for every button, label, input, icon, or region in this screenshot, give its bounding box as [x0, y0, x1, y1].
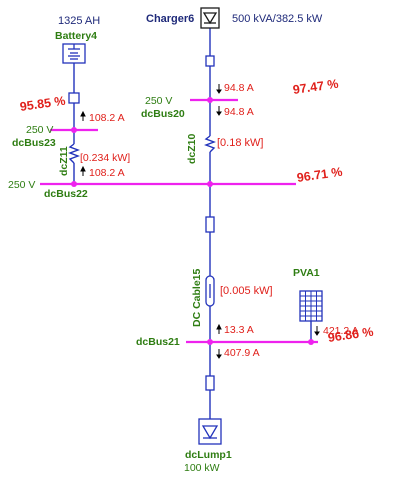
node-bus21-pv — [308, 339, 314, 345]
dcbus20-current-out: 94.8 A — [224, 106, 254, 118]
pva1-current: 421.2 A — [323, 325, 359, 337]
dcbus23-current: 108.2 A — [89, 112, 125, 124]
dcbus23-name: dcBus23 — [12, 137, 56, 149]
node-bus22-main — [207, 181, 213, 187]
dclump1-rating: 100 kW — [184, 462, 220, 474]
arrow-pv — [314, 326, 320, 336]
dcbus21-name: dcBus21 — [136, 336, 180, 348]
dcZ11-name: dcZ11 — [58, 146, 70, 176]
pva1-symbol[interactable] — [299, 290, 323, 322]
node-bus21-main — [207, 339, 213, 345]
dcbus20-current-in: 94.8 A — [224, 82, 254, 94]
pva1-name: PVA1 — [293, 267, 320, 279]
dcbus22-current: 108.2 A — [89, 167, 125, 179]
dcbus22-voltage: 250 V — [8, 179, 36, 191]
dcZ10-impedance[interactable] — [204, 135, 216, 153]
dcbus20-name: dcBus20 — [141, 108, 185, 120]
dcbus23-voltage: 250 V — [26, 124, 54, 136]
dcZ11-loss: [0.234 kW] — [80, 152, 131, 164]
charger-name: Charger6 — [146, 13, 195, 25]
dcbus22-name: dcBus22 — [44, 188, 88, 200]
breaker-load[interactable] — [205, 375, 215, 391]
battery-name: Battery4 — [55, 30, 98, 42]
dc-cable15-symbol[interactable] — [205, 275, 215, 307]
battery-capacity: 1325 AH — [58, 15, 101, 27]
dcZ11-impedance[interactable] — [68, 143, 80, 164]
arrow-bus23 — [80, 110, 86, 121]
arrow-bus21-out — [216, 349, 222, 359]
breaker-charger[interactable] — [205, 55, 215, 67]
battery-symbol[interactable] — [62, 43, 86, 64]
dcZ10-name: dcZ10 — [186, 133, 198, 164]
breaker-bus22-down[interactable] — [205, 216, 215, 233]
node-bus23 — [71, 127, 77, 133]
node-bus22-battery — [71, 181, 77, 187]
dcZ10-loss: [0.18 kW] — [217, 137, 264, 149]
arrow-bus20-out — [216, 106, 222, 116]
dc-cable15-loss: [0.005 kW] — [220, 285, 273, 297]
node-bus20 — [207, 97, 213, 103]
dcbus21-current-out: 407.9 A — [224, 347, 260, 359]
buses — [40, 98, 318, 344]
dcbus21-current-in: 13.3 A — [224, 324, 254, 336]
charger-rating: 500 kVA/382.5 kW — [232, 13, 323, 25]
arrow-bus22 — [80, 165, 86, 176]
dc-cable15-name: DC Cable15 — [191, 268, 203, 327]
arrow-bus20-in — [216, 84, 222, 94]
arrow-bus21-in — [216, 323, 222, 334]
dclump1-symbol[interactable] — [198, 418, 222, 445]
bus-nodes[interactable] — [71, 97, 314, 345]
charger-symbol[interactable] — [200, 7, 220, 29]
breaker-battery[interactable] — [68, 92, 80, 104]
flow-arrows — [80, 84, 320, 359]
dclump1-name: dcLump1 — [185, 449, 232, 461]
dcbus20-voltage: 250 V — [145, 95, 173, 107]
